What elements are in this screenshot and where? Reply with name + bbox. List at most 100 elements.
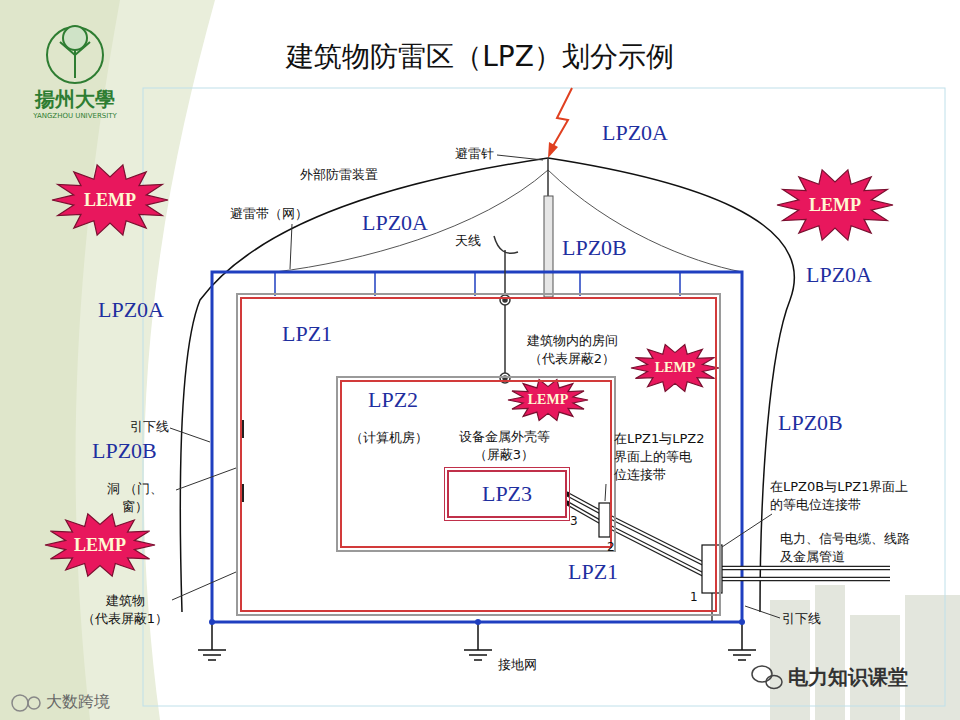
lemp-burst [777, 170, 893, 240]
leader-line [497, 155, 543, 160]
callout-number: 2 [607, 540, 615, 554]
roof-protection-curve [275, 170, 548, 272]
antenna [494, 236, 518, 383]
roof-connector [579, 272, 581, 296]
zone-note: LPZ1 [568, 559, 618, 585]
ground-bar [474, 659, 482, 661]
part-label: 避雷针 [455, 145, 494, 163]
leader-line [176, 468, 236, 490]
lightning-bolt [553, 88, 572, 146]
leader-line [170, 428, 210, 442]
rod-tip [547, 158, 549, 196]
opening-mark [242, 484, 244, 502]
building-outer-wall [212, 272, 742, 622]
ground-bar [728, 649, 756, 651]
lightning-bolt [548, 88, 572, 158]
shield-note: 设备金属外壳等 （屏蔽3） [448, 428, 560, 464]
lemp-label: LEMP [809, 195, 861, 216]
background-building [905, 595, 960, 720]
lemp-label: LEMP [74, 535, 126, 556]
background-building [815, 585, 845, 720]
lemp-burst [631, 345, 719, 392]
shield-note: 建筑物内的房间 （代表屏蔽2） [512, 332, 632, 368]
ground-bar [733, 654, 751, 656]
ground-junction [475, 619, 481, 625]
ground-symbols [198, 619, 756, 660]
bonding-bar [702, 545, 722, 593]
bonding-bar [599, 503, 610, 537]
shield-note: 建筑物 （代表屏蔽1） [70, 592, 180, 628]
lemp-burst [508, 380, 588, 421]
antenna-dish [494, 236, 518, 253]
lemp-burst [45, 514, 155, 576]
zone-label: LPZ0A [98, 297, 164, 323]
callout-number: 3 [570, 514, 578, 528]
university-name-en: YANGZHOU UNIVERSITY [20, 112, 130, 120]
roof-connector [474, 272, 476, 296]
background-swoosh [0, 0, 215, 720]
zone-label: LPZ0B [778, 410, 843, 436]
university-emblem [47, 26, 103, 83]
lemp-label: LEMP [84, 190, 136, 211]
zone-label: LPZ0A [602, 120, 668, 146]
leader-line [722, 514, 772, 547]
ground-bar [203, 654, 221, 656]
slide-title: 建筑物防雷区（LPZ）划分示例 [286, 38, 674, 76]
bonding-note: 在LPZ1与LPZ2 界面上的等电 位连接带 [614, 430, 714, 484]
leader-line [605, 484, 606, 501]
watermark-icon [12, 695, 40, 711]
callout-number: 1 [690, 590, 698, 604]
ground-bar [198, 649, 226, 651]
protection-zone-curve [548, 158, 794, 612]
emblem-ring [47, 27, 103, 83]
lemp-label: LEMP [655, 360, 695, 376]
bonding-ground-lead [711, 593, 712, 621]
wall-openings [242, 420, 244, 502]
ground-junction [739, 619, 745, 625]
part-label: 引下线 [130, 418, 169, 436]
ground-bar [738, 659, 746, 661]
zone-label: LPZ0B [562, 235, 627, 261]
part-label: 外部防雷装置 [300, 166, 378, 184]
watermark: 大数跨境 [46, 692, 110, 713]
antenna-cable [504, 300, 506, 378]
watermark-ring [12, 695, 28, 711]
zone-label: LPZ0B [92, 438, 157, 464]
wechat-bubble [766, 676, 782, 689]
zone-name: LPZ3 [482, 481, 532, 507]
ground-lead [211, 622, 213, 650]
protection-zone-curve [180, 158, 548, 612]
ground-lead [477, 622, 479, 650]
university-name: 揚州大學 [20, 86, 130, 113]
watermark-ring [28, 697, 40, 709]
ground-bar [464, 649, 492, 651]
leader-line [745, 606, 780, 618]
part-label: 接地网 [498, 656, 537, 674]
roof-connector [274, 272, 276, 296]
lemp-bursts [45, 165, 893, 576]
lightning-arrowhead [548, 142, 558, 158]
roof-connector [374, 272, 376, 296]
lpz3-equipment: LPZ3 [447, 470, 567, 518]
roof-protection-curve [548, 170, 742, 272]
wechat-icon [752, 666, 782, 689]
part-label: 天线 [455, 232, 481, 250]
zone-name: LPZ2 [368, 387, 418, 413]
ground-bar [208, 659, 216, 661]
lemp-label: LEMP [528, 392, 568, 408]
ground-lead [741, 622, 743, 650]
background-buildings [770, 585, 960, 720]
roof-connector [679, 272, 681, 296]
lightning-rod [544, 158, 553, 297]
part-label: 引下线 [782, 610, 821, 628]
zone-label: LPZ0A [362, 210, 428, 236]
roof-connectors [275, 272, 680, 296]
antenna-mast [504, 250, 506, 300]
leader-line [290, 224, 292, 269]
cable-note: 电力、信号电缆、线路 及金属管道 [780, 530, 935, 566]
lemp-burst [52, 165, 168, 235]
ground-junction [209, 619, 215, 625]
slide-frame [143, 88, 945, 706]
